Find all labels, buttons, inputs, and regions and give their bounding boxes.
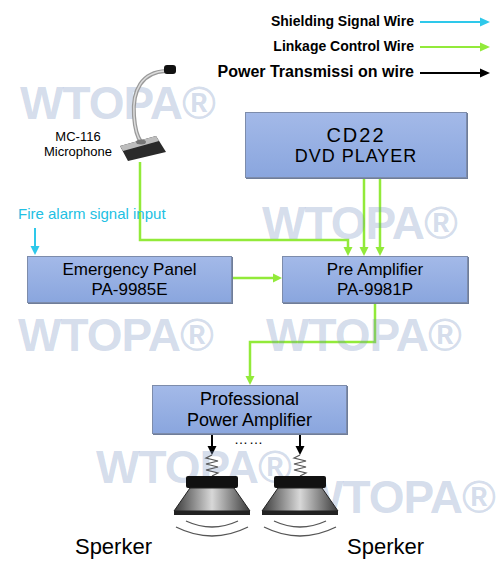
box-label: CD22 (326, 124, 385, 146)
speaker-drawing (260, 455, 340, 547)
watermark: WTOPA® (266, 308, 461, 362)
microphone-label: MC-116 Microphone (38, 130, 118, 159)
amplifier-box: Pre AmplifierPA-9981P (282, 256, 468, 303)
player-box: CD22DVD PLAYER (245, 112, 467, 178)
arrow-head (296, 446, 305, 455)
legend-black-arrow (420, 69, 490, 78)
box-label: Pre Amplifier (327, 260, 423, 279)
arrow-head (246, 376, 255, 385)
speaker: Sperker (260, 455, 340, 547)
legend-cyan-arrow (420, 18, 490, 27)
box-label: PA-9981P (337, 280, 413, 299)
watermark: WTOPA® (300, 470, 495, 524)
box-label: Professional Power Amplifier (175, 389, 325, 429)
amplifier-box: Professional Power Amplifier (152, 385, 347, 434)
watermark: WTOPA® (262, 196, 457, 250)
speaker: Sperker (172, 455, 252, 547)
speaker-drawing (172, 455, 252, 547)
coil-symbol (206, 455, 218, 476)
arrow-head (273, 274, 282, 283)
panel-box: Emergency PanelPA-9985E (27, 256, 232, 303)
box-label: DVD PLAYER (295, 146, 418, 166)
power-wire (296, 434, 305, 455)
wire-line (232, 277, 273, 280)
legend-text: Linkage Control Wire (273, 38, 414, 54)
fire-alarm-arrow (31, 228, 40, 255)
coil-symbol (294, 455, 306, 476)
watermark: WTOPA® (20, 76, 215, 130)
control-wire (232, 274, 282, 283)
wire-line (299, 434, 301, 446)
legend-text: Power Transmissi on wire (217, 63, 414, 81)
legend-text: Shielding Signal Wire (271, 13, 414, 29)
box-label: Emergency Panel (62, 260, 196, 279)
signal-input-label: Fire alarm signal input (18, 205, 166, 222)
legend-green-arrow (420, 43, 490, 52)
speaker-label: Sperker (347, 535, 424, 560)
microphone: MC-116 Microphone (38, 60, 188, 162)
speaker-label: Sperker (75, 535, 152, 560)
watermark: WTOPA® (18, 308, 213, 362)
box-label: PA-9985E (91, 280, 167, 299)
